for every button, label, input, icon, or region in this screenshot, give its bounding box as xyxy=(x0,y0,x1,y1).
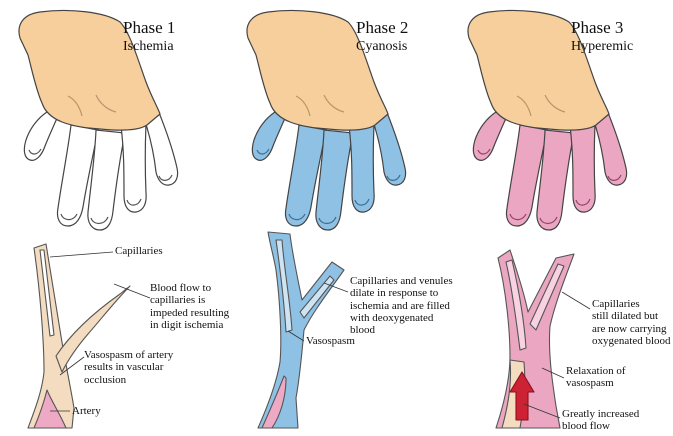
label-vasospasm-occlusion: Vasospasm of artery results in vascular … xyxy=(84,349,173,386)
label-increased-blood-flow: Greatly increased blood flow xyxy=(562,408,639,433)
label-relaxation-vasospasm: Relaxation of vasospasm xyxy=(566,365,626,390)
phase-3-title: Phase 3 xyxy=(571,18,623,37)
vessel-phase-3 xyxy=(496,250,574,428)
label-capillaries-venules-dilate: Capillaries and venules dilate in respon… xyxy=(350,275,453,337)
phase-3-subtitle: Hyperemic xyxy=(571,39,633,55)
phase-2-title: Phase 2 xyxy=(356,18,408,37)
label-blood-flow-impeded: Blood flow to capillaries is impeded res… xyxy=(150,282,229,331)
label-artery: Artery xyxy=(72,405,101,417)
label-vasospasm: Vasospasm xyxy=(306,335,355,347)
phase-1-subtitle: Ischemia xyxy=(123,39,174,55)
vessel-phase-1 xyxy=(28,244,130,428)
phase-2-subtitle: Cyanosis xyxy=(356,39,407,55)
phase-1-title: Phase 1 xyxy=(123,18,175,37)
vessel-phase-2 xyxy=(258,232,344,428)
label-capillaries-dilated-oxygenated: Capillaries still dilated but are now ca… xyxy=(592,298,671,347)
label-capillaries: Capillaries xyxy=(115,245,163,257)
